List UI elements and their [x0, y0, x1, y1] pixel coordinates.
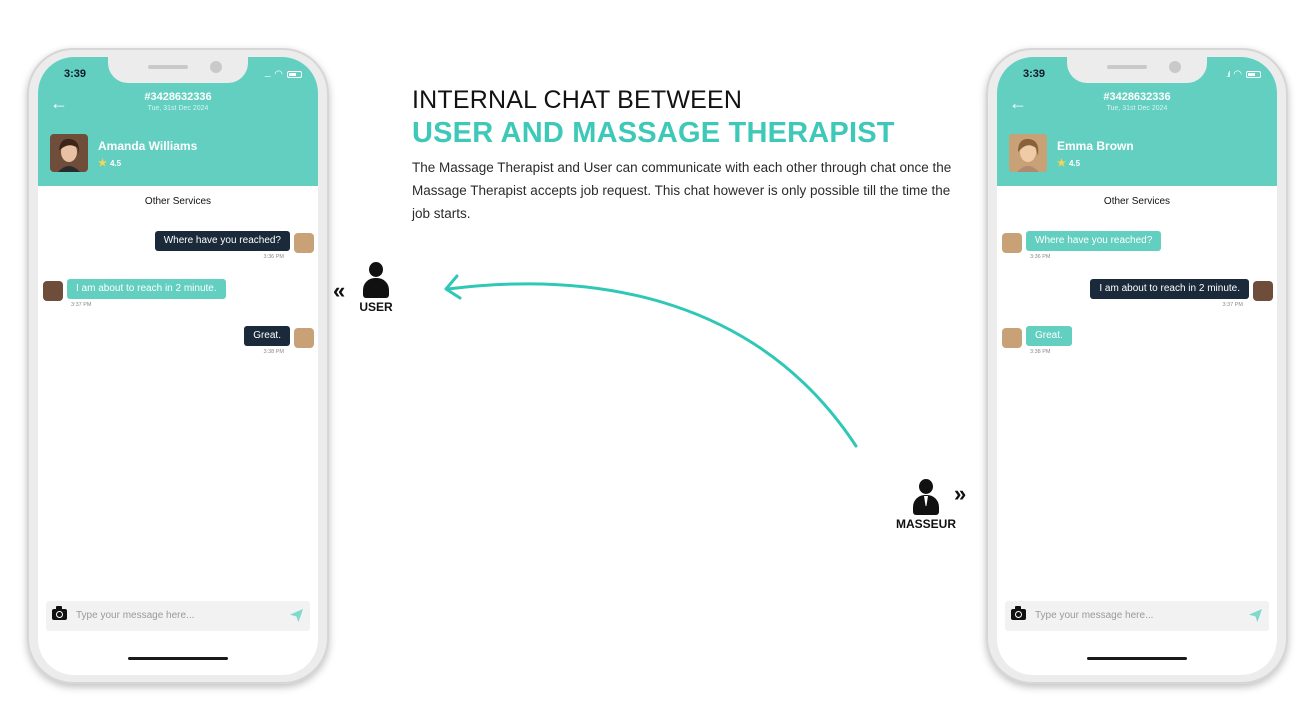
- battery-icon: [1246, 71, 1261, 78]
- camera-icon[interactable]: [52, 606, 67, 620]
- message-composer: Type your message here...: [1005, 601, 1269, 631]
- notch: [108, 57, 248, 83]
- status-time: 3:39: [1023, 68, 1046, 80]
- masseur-chat-screen: 3:39 .ıl ◠ ← #3428632336 Tue, 31st Dec 2…: [997, 57, 1277, 675]
- other-services-link[interactable]: Other Services: [144, 196, 212, 207]
- avatar[interactable]: [1009, 134, 1047, 172]
- battery-icon: [287, 71, 302, 78]
- message-input[interactable]: Type your message here...: [76, 610, 195, 621]
- avatar[interactable]: [50, 134, 88, 172]
- star-icon: ★: [98, 158, 107, 169]
- masseur-icon: [912, 479, 940, 515]
- user-role: USER: [356, 262, 396, 314]
- message-input[interactable]: Type your message here...: [1035, 610, 1154, 621]
- other-services-link[interactable]: Other Services: [1103, 196, 1171, 207]
- headline-line-1: INTERNAL CHAT BETWEEN: [412, 86, 743, 114]
- profile-name: Amanda Williams: [98, 139, 198, 153]
- wifi-icon: ◠: [274, 69, 283, 80]
- chat-bubble-sent: Great.: [244, 326, 290, 346]
- masseur-phone: 3:39 .ıl ◠ ← #3428632336 Tue, 31st Dec 2…: [986, 48, 1288, 684]
- rating-value: 4.5: [1068, 159, 1081, 168]
- notch: [1067, 57, 1207, 83]
- back-arrow-icon[interactable]: ←: [50, 93, 68, 113]
- status-icons: ..... ◠: [264, 69, 302, 80]
- headline-line-2: USER AND MASSAGE THERAPIST: [412, 117, 895, 149]
- chevron-right-icon: »: [954, 481, 967, 506]
- send-icon[interactable]: [289, 608, 304, 623]
- message-time: 3:36 PM: [263, 254, 284, 260]
- description: The Massage Therapist and User can commu…: [412, 160, 952, 221]
- camera-icon[interactable]: [1011, 606, 1026, 620]
- profile-name: Emma Brown: [1057, 139, 1134, 153]
- chat-bubble-received: Great.: [1026, 326, 1072, 346]
- rating: ★ 4.5: [1057, 158, 1080, 169]
- message-composer: Type your message here...: [46, 601, 310, 631]
- back-arrow-icon[interactable]: ←: [1009, 93, 1027, 113]
- message-time: 3:37 PM: [71, 302, 92, 308]
- avatar-photo: [50, 134, 88, 172]
- wifi-icon: ◠: [1233, 69, 1242, 80]
- message-time: 3:38 PM: [263, 349, 284, 355]
- masseur-label: MASSEUR: [895, 517, 956, 531]
- masseur-avatar: [294, 328, 314, 348]
- rating: ★ 4.5: [98, 158, 121, 169]
- masseur-avatar: [1002, 233, 1022, 253]
- user-avatar: [1253, 281, 1273, 301]
- home-indicator: [1087, 657, 1187, 660]
- send-icon[interactable]: [1248, 608, 1263, 623]
- masseur-role: MASSEUR: [893, 479, 959, 531]
- user-avatar: [43, 281, 63, 301]
- masseur-avatar: [294, 233, 314, 253]
- chevron-left-icon: «: [333, 278, 346, 303]
- user-label: USER: [359, 300, 393, 314]
- message-time: 3:38 PM: [1030, 349, 1051, 355]
- signal-icon: .....: [264, 70, 271, 79]
- job-id: #3428632336: [144, 91, 212, 103]
- star-icon: ★: [1057, 158, 1066, 169]
- rating-value: 4.5: [109, 159, 122, 168]
- message-time: 3:37 PM: [1222, 302, 1243, 308]
- chat-bubble-received: Where have you reached?: [1026, 231, 1162, 251]
- status-icons: .ıl ◠: [1226, 69, 1261, 80]
- chat-bubble-sent: Where have you reached?: [154, 231, 290, 251]
- user-icon: [362, 262, 390, 298]
- status-time: 3:39: [64, 68, 87, 80]
- message-time: 3:36 PM: [1030, 254, 1051, 260]
- job-date: Tue, 31st Dec 2024: [1106, 105, 1168, 112]
- chat-bubble-sent: I am about to reach in 2 minute.: [1090, 279, 1249, 299]
- job-date: Tue, 31st Dec 2024: [147, 105, 209, 112]
- masseur-avatar: [1002, 328, 1022, 348]
- user-chat-screen: 3:39 ..... ◠ ← #3428632336 Tue, 31st Dec…: [38, 57, 318, 675]
- home-indicator: [128, 657, 228, 660]
- job-id: #3428632336: [1103, 91, 1171, 103]
- user-phone: 3:39 ..... ◠ ← #3428632336 Tue, 31st Dec…: [27, 48, 329, 684]
- signal-icon: .ıl: [1226, 70, 1230, 79]
- avatar-photo: [1009, 134, 1047, 172]
- chat-bubble-received: I am about to reach in 2 minute.: [67, 279, 226, 299]
